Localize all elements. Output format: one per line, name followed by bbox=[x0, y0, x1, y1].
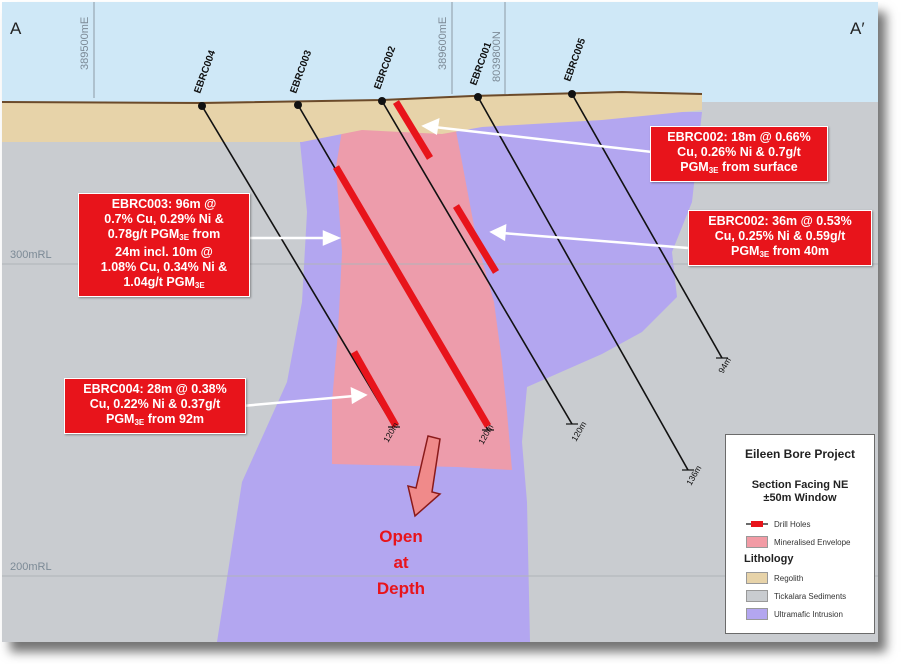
legend-item-sediments: Tickalara Sediments bbox=[746, 590, 846, 602]
callout-ebrc003: EBRC003: 96m @ 0.7% Cu, 0.29% Ni & 0.78g… bbox=[78, 193, 250, 297]
open-at-depth-line2: at bbox=[393, 553, 408, 572]
arrowhead-ebrc003 bbox=[322, 230, 342, 246]
sediments-swatch-icon bbox=[746, 590, 768, 602]
section-figure: 389500mE 389600mE 8039800N A A′ 300mRL 2… bbox=[2, 2, 878, 642]
callout-ebrc002-surface: EBRC002: 18m @ 0.66% Cu, 0.26% Ni & 0.7g… bbox=[650, 126, 828, 182]
legend-item-regolith: Regolith bbox=[746, 572, 803, 584]
sky bbox=[2, 2, 878, 102]
arrowhead-ebrc002-40m bbox=[489, 223, 507, 242]
collar-ebrc001 bbox=[474, 93, 482, 101]
legend-lithology-title: Lithology bbox=[744, 553, 794, 565]
callout-subscript: 3E bbox=[708, 166, 719, 175]
callout-text: from 40m bbox=[769, 244, 830, 258]
callout-line: Cu, 0.26% Ni & 0.7g/t bbox=[677, 145, 801, 159]
intercept-ebrc002-surface bbox=[393, 100, 433, 160]
legend-subtitle-1: Section Facing NE bbox=[751, 479, 849, 491]
arrowhead-ebrc002-surface bbox=[421, 117, 440, 136]
arrow-ebrc004 bbox=[241, 394, 355, 408]
legend: Eileen Bore Project Section Facing NE ±5… bbox=[725, 434, 875, 634]
callout-line: 24m incl. 10m @ bbox=[115, 245, 213, 259]
legend-title: Eileen Bore Project bbox=[744, 447, 856, 461]
callout-text: PGM bbox=[730, 244, 760, 258]
legend-label: Tickalara Sediments bbox=[774, 591, 847, 601]
callout-line: 0.7% Cu, 0.29% Ni & bbox=[104, 212, 224, 226]
arrow-ebrc002-40m bbox=[501, 231, 689, 250]
regolith-swatch-icon bbox=[746, 572, 768, 584]
legend-item-envelope: Mineralised Envelope bbox=[746, 536, 851, 548]
callout-text: PGM bbox=[680, 160, 709, 174]
legend-item-ultramafic: Ultramafic Intrusion bbox=[746, 608, 843, 620]
easting-label-1: 389500mE bbox=[79, 17, 91, 70]
callout-subscript: 3E bbox=[194, 281, 205, 290]
callout-subscript: 3E bbox=[759, 250, 770, 259]
collar-ebrc002 bbox=[378, 97, 386, 105]
regolith bbox=[2, 92, 702, 142]
arrow-ebrc002-surface bbox=[433, 125, 653, 154]
callout-text: from 92m bbox=[144, 412, 205, 426]
callout-ebrc004: EBRC004: 28m @ 0.38% Cu, 0.22% Ni & 0.37… bbox=[64, 378, 246, 434]
callout-line: Cu, 0.25% Ni & 0.59g/t bbox=[714, 229, 846, 243]
collar-ebrc004 bbox=[198, 102, 206, 110]
legend-label: Mineralised Envelope bbox=[774, 537, 851, 547]
intercept-ebrc002-40m bbox=[453, 204, 499, 274]
callout-line: EBRC002: 36m @ 0.53% bbox=[708, 214, 852, 228]
intercept-ebrc003 bbox=[332, 165, 492, 428]
cross-section: 389500mE 389600mE 8039800N A A′ 300mRL 2… bbox=[2, 2, 878, 642]
open-at-depth-line1: Open bbox=[379, 527, 422, 546]
rl-label-200: 200mRL bbox=[10, 561, 52, 573]
callout-line: EBRC003: 96m @ bbox=[111, 197, 217, 211]
callout-subscript: 3E bbox=[179, 233, 190, 242]
callout-line: Cu, 0.22% Ni & 0.37g/t bbox=[89, 397, 221, 411]
callout-line: EBRC002: 18m @ 0.66% bbox=[667, 130, 811, 144]
callout-ebrc002-40m: EBRC002: 36m @ 0.53% Cu, 0.25% Ni & 0.59… bbox=[688, 210, 872, 266]
arrowhead-ebrc004 bbox=[350, 386, 368, 405]
drill-trace-ebrc005 bbox=[571, 93, 723, 359]
mineralised-envelope bbox=[332, 100, 512, 470]
ultramafic-swatch-icon bbox=[746, 608, 768, 620]
collar-ebrc005 bbox=[568, 90, 576, 98]
collar-ebrc003 bbox=[294, 101, 302, 109]
callout-line: EBRC004: 28m @ 0.38% bbox=[83, 382, 227, 396]
ground-surface bbox=[2, 90, 703, 105]
callout-text: 0.78g/t PGM bbox=[107, 227, 180, 241]
callout-text: 1.04g/t PGM bbox=[123, 275, 195, 289]
legend-item-drill-holes: Drill Holes bbox=[746, 518, 810, 530]
rl-label-300: 300mRL bbox=[10, 249, 52, 261]
legend-label: Ultramafic Intrusion bbox=[774, 609, 843, 619]
drill-trace-ebrc002 bbox=[381, 100, 573, 425]
drill-hole-symbol-icon bbox=[746, 521, 768, 527]
callout-text: from bbox=[189, 227, 221, 241]
section-start-label: A bbox=[10, 19, 22, 38]
easting-label-2: 389600mE bbox=[437, 17, 449, 70]
drill-trace-ebrc001 bbox=[477, 96, 689, 471]
intercept-ebrc004 bbox=[350, 350, 400, 428]
callout-text: from surface bbox=[718, 160, 798, 174]
legend-label: Regolith bbox=[774, 573, 804, 583]
open-at-depth-line3: Depth bbox=[377, 579, 425, 598]
open-at-depth-arrow bbox=[406, 435, 442, 518]
legend-label: Drill Holes bbox=[774, 519, 811, 529]
envelope-swatch-icon bbox=[746, 536, 768, 548]
callout-text: PGM bbox=[105, 412, 135, 426]
callout-subscript: 3E bbox=[134, 418, 145, 427]
callout-line: 1.08% Cu, 0.34% Ni & bbox=[100, 260, 228, 274]
northing-label: 8039800N bbox=[491, 31, 503, 82]
drill-trace-ebrc004 bbox=[201, 105, 395, 428]
section-end-label: A′ bbox=[850, 19, 865, 38]
legend-subtitle-2: ±50m Window bbox=[763, 492, 837, 504]
